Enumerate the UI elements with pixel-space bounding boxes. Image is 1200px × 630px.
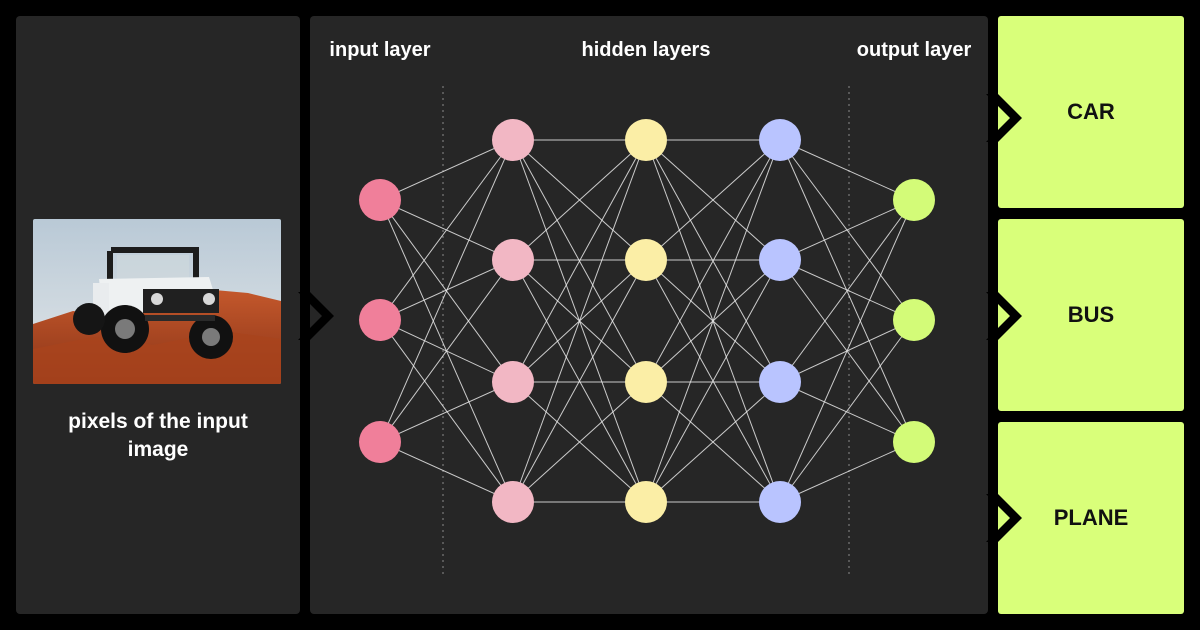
output-neuron-l4-n1 (893, 299, 935, 341)
class-plane-box: PLANE (998, 422, 1184, 614)
connection-l1n3-l2n0 (512, 139, 647, 503)
class-bus-box: BUS (998, 219, 1184, 411)
hidden-neuron-l1-n0 (492, 119, 534, 161)
connection-l3n0-l4n0 (779, 139, 915, 201)
hidden-neuron-l3-n3 (759, 481, 801, 523)
connection-l3n3-l4n0 (779, 199, 915, 503)
neural-network-panel: input layer hidden layers output layer (310, 16, 988, 614)
hidden-neuron-l3-n0 (759, 119, 801, 161)
hidden-neuron-l1-n2 (492, 361, 534, 403)
input-layer-label: input layer (329, 39, 431, 61)
hidden-neuron-l3-n1 (759, 239, 801, 281)
connection-l1n2-l2n0 (512, 139, 647, 383)
connection-l0n2-l1n3 (379, 441, 514, 503)
connection-l3n1-l4n1 (779, 259, 915, 321)
connection-l1n3-l2n1 (512, 259, 647, 503)
input-caption: pixels of the input image (68, 410, 248, 461)
class-car-box: CAR (998, 16, 1184, 208)
jeep-photo (33, 219, 281, 384)
output-neuron-l4-n2 (893, 421, 935, 463)
connections (379, 139, 915, 503)
connection-l2n3-l3n1 (645, 259, 781, 503)
connection-l2n2-l3n0 (645, 139, 781, 383)
connection-l1n3-l2n2 (512, 381, 647, 503)
input-image-panel: pixels of the input image (16, 16, 300, 614)
connection-l3n2-l4n0 (779, 199, 915, 383)
hidden-neuron-l1-n3 (492, 481, 534, 523)
neurons (359, 119, 935, 523)
hidden-neuron-l3-n2 (759, 361, 801, 403)
connection-l0n0-l1n0 (379, 139, 514, 201)
connection-l2n1-l3n0 (645, 139, 781, 261)
network-diagram (359, 86, 935, 576)
output-layer-label: output layer (856, 39, 972, 61)
hidden-neuron-l1-n1 (492, 239, 534, 281)
connection-l0n2-l1n0 (379, 139, 514, 443)
connection-l0n2-l1n1 (379, 259, 514, 443)
hidden-neuron-l2-n1 (625, 239, 667, 281)
connection-l3n2-l4n2 (779, 381, 915, 443)
output-neuron-l4-n0 (893, 179, 935, 221)
connection-l0n2-l1n2 (379, 381, 514, 443)
connection-l2n3-l3n2 (645, 381, 781, 503)
connection-l0n1-l1n3 (379, 319, 514, 503)
input-neuron-l0-n2 (359, 421, 401, 463)
connection-l1n1-l2n0 (512, 139, 647, 261)
connection-l3n1-l4n0 (779, 199, 915, 261)
connection-l3n3-l4n2 (779, 441, 915, 503)
input-neuron-l0-n1 (359, 299, 401, 341)
connection-l2n3-l3n0 (645, 139, 781, 503)
input-neuron-l0-n0 (359, 179, 401, 221)
hidden-neuron-l2-n3 (625, 481, 667, 523)
connection-l0n1-l1n0 (379, 139, 514, 321)
hidden-layers-label: hidden layers (581, 39, 711, 61)
hidden-neuron-l2-n0 (625, 119, 667, 161)
connection-l3n3-l4n1 (779, 319, 915, 503)
hidden-neuron-l2-n2 (625, 361, 667, 403)
jeep-image-illustration (33, 219, 281, 384)
